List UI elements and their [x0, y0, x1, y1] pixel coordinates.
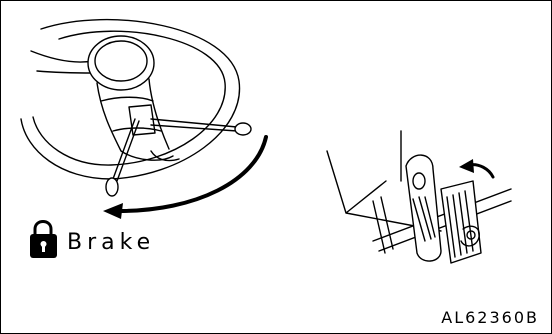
- accel-pedal-body: [406, 155, 441, 261]
- wheel-hub: [88, 36, 154, 90]
- wheel-spoke: [31, 51, 93, 62]
- padlock-icon: [30, 222, 57, 259]
- lever-right-knob: [235, 123, 251, 135]
- small-curved-arrow-icon: [459, 159, 493, 177]
- pedal-assembly: [327, 131, 511, 263]
- pedal-bracket: [373, 197, 393, 253]
- steering-wheel: [21, 20, 240, 179]
- wheel-spoke-2: [37, 71, 93, 73]
- lever-left-knob: [106, 178, 118, 196]
- lever-mount: [129, 105, 155, 135]
- figure-code: AL62360B: [441, 308, 539, 327]
- brake-caption: Brake: [67, 230, 155, 255]
